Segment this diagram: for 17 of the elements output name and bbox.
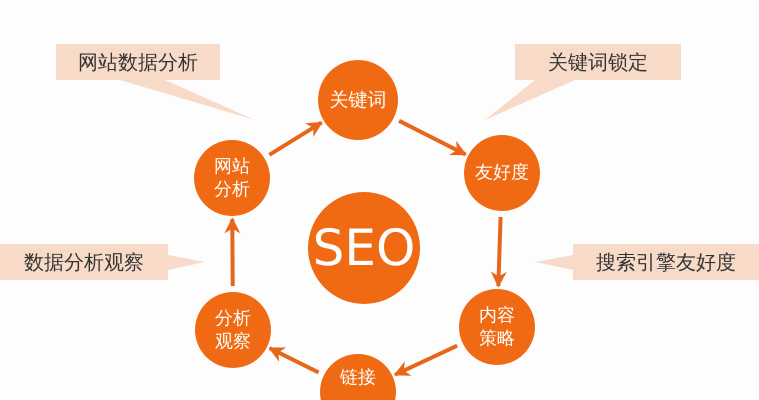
- callout-text: 网站数据分析: [78, 48, 198, 76]
- step-circle: 关键词: [318, 60, 398, 140]
- arrow: [268, 120, 323, 157]
- arrow: [490, 216, 507, 288]
- arrow: [268, 346, 320, 374]
- callout-text: 搜索引擎友好度: [596, 248, 736, 276]
- step-circle: 链接: [320, 354, 396, 400]
- step-circle: 网站分析: [194, 140, 270, 216]
- step-circle: SEO: [308, 192, 420, 304]
- callout-text: 数据分析观察: [24, 248, 144, 276]
- callout-text: 关键词锁定: [548, 48, 648, 76]
- arrow: [398, 119, 467, 156]
- step-circle: 分析观察: [195, 292, 271, 368]
- arrow: [394, 344, 458, 376]
- arrow: [224, 217, 240, 286]
- step-circle: 内容策略: [459, 289, 535, 365]
- step-circle: 友好度: [464, 135, 540, 211]
